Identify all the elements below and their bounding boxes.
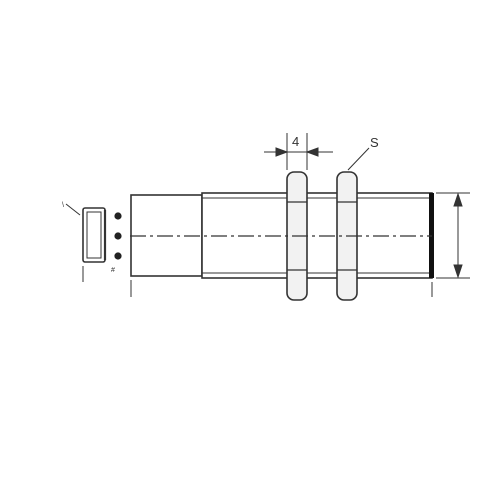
wrench-size-label: S [370,135,379,150]
nut-thickness-arrow-left [275,147,289,157]
connector-pin-top [114,212,122,220]
wrench-size-leader-line [347,147,370,171]
diameter-arrow-bottom [453,264,463,279]
connector-plug [82,207,107,263]
diameter-arrow-top [453,192,463,207]
connector-pins [114,212,122,260]
diameter-dimension [436,192,470,279]
nut-thickness-label: 4 [292,134,299,149]
nut-thickness-dimension [264,133,333,170]
connector-plug-inner [86,211,102,259]
connector-pin-middle [114,232,122,240]
threaded-body [201,192,433,279]
cable-pin-label: # [111,267,115,274]
connector-pin-bottom [114,252,122,260]
connector-leader-line [65,203,81,216]
connector-label: \ [62,202,64,209]
nut-thickness-arrow-right [305,147,319,157]
